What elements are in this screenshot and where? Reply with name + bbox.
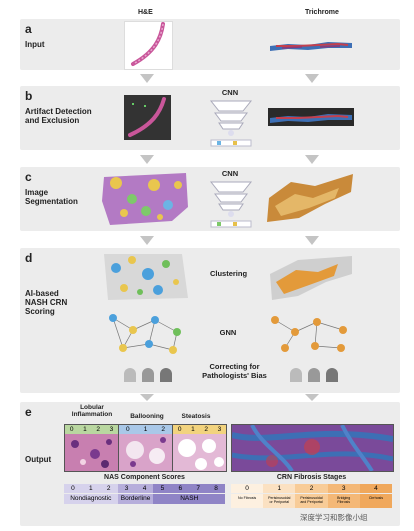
he-segmentation-image — [102, 171, 189, 226]
cnn-diagram-c — [209, 181, 253, 228]
section-c-band — [20, 167, 400, 231]
arrow-tri-b-c — [305, 155, 319, 164]
section-c-title: Image Segmentation — [25, 188, 78, 207]
trichrome-pathologists-icon — [290, 368, 338, 382]
arrow-tri-a-b — [305, 74, 319, 83]
crn-desc: No Fibrosis — [231, 494, 264, 508]
ballooning-score: 0 — [126, 426, 130, 433]
lobular-score: 2 — [96, 426, 100, 433]
bias-label: Correcting for Pathologists' Bias — [202, 362, 267, 380]
arrow-he-b-c — [140, 155, 154, 164]
crn-desc: Perisinusoidal or Periportal — [263, 494, 296, 508]
trichrome-clustering-image — [268, 252, 354, 302]
steatosis-score: 0 — [177, 426, 182, 433]
crn-stage: 0 — [231, 484, 264, 493]
arrow-he-c-d — [140, 236, 154, 245]
clustering-label: Clustering — [209, 269, 248, 278]
steatosis-histology-image — [173, 434, 226, 471]
crn-desc: Perisinusoidal and Periportal — [295, 494, 328, 508]
section-d-title: AI-based NASH CRN Scoring — [25, 289, 68, 317]
column-header-trichrome: Trichrome — [305, 9, 339, 16]
crn-stage: 2 — [295, 484, 328, 493]
trichrome-output-image — [231, 424, 394, 473]
lobular-tile: 0 1 2 3 — [64, 424, 119, 472]
cnn-label-b: CNN — [221, 88, 239, 97]
crn-title: CRN Fibrosis Stages — [276, 474, 347, 481]
he-gnn-graph — [109, 314, 181, 354]
nas-score: 8 — [207, 484, 226, 493]
nas-scale: 0 1 2 3 4 5 6 7 8 Nondiagnostic Borderli… — [64, 484, 226, 504]
column-header-he: H&E — [138, 9, 153, 16]
nas-score: 7 — [189, 484, 208, 493]
ballooning-score: 2 — [161, 426, 165, 433]
gnn-label: GNN — [219, 328, 237, 337]
arrow-he-d-e — [140, 394, 154, 401]
section-e-title: Output — [25, 455, 52, 464]
cnn-diagram-b — [209, 100, 253, 147]
crn-scale: 0 1 2 3 4 No Fibrosis Perisinusoidal or … — [231, 484, 393, 508]
nas-score: 4 — [135, 484, 154, 493]
section-a-letter: a — [25, 22, 32, 36]
steatosis-score: 2 — [204, 426, 208, 433]
trichrome-input-image — [268, 34, 354, 54]
crn-stage: 4 — [359, 484, 393, 493]
section-a-title: Input — [25, 40, 45, 49]
he-clustering-image — [102, 252, 189, 302]
he-artifact-image — [124, 95, 171, 140]
ballooning-score: 1 — [143, 426, 148, 433]
crn-desc: Bridging Fibrosis — [327, 494, 360, 508]
feature-ballooning-label: Ballooning — [130, 413, 164, 420]
nas-score: 6 — [171, 484, 190, 493]
watermark: 深度学习和影像小组 — [300, 513, 368, 522]
nas-score: 0 — [64, 484, 82, 493]
nas-category-nondiagnostic: Nondiagnostic — [64, 494, 118, 504]
ballooning-tile: 0 1 2 — [118, 424, 173, 472]
section-d-letter: d — [25, 251, 33, 265]
he-input-image — [124, 21, 173, 70]
steatosis-score: 1 — [191, 426, 195, 433]
lobular-score: 3 — [109, 426, 114, 433]
trichrome-segmentation-image — [265, 172, 355, 224]
section-b-title: Artifact Detection and Exclusion — [25, 107, 92, 126]
trichrome-gnn-graph — [271, 316, 347, 352]
feature-steatosis-label: Steatosis — [181, 413, 211, 420]
cnn-label-c: CNN — [221, 169, 239, 178]
crn-stage: 3 — [327, 484, 360, 493]
nas-score: 1 — [81, 484, 100, 493]
nas-category-borderline: Borderline — [117, 494, 154, 504]
section-c-letter: c — [25, 170, 32, 184]
section-e-letter: e — [25, 405, 32, 419]
nas-score: 3 — [117, 484, 136, 493]
trichrome-artifact-image — [268, 108, 354, 126]
lobular-histology-image — [65, 434, 118, 471]
lobular-score: 1 — [83, 426, 87, 433]
lobular-score: 0 — [69, 426, 74, 433]
crn-stage: 1 — [263, 484, 296, 493]
arrow-he-a-b — [140, 74, 154, 83]
he-pathologists-icon — [124, 368, 172, 382]
nas-category-nash: NASH — [153, 494, 226, 504]
steatosis-score: 3 — [217, 426, 222, 433]
section-b-letter: b — [25, 89, 33, 103]
crn-desc: Cirrhosis — [359, 494, 393, 508]
arrow-tri-c-d — [305, 236, 319, 245]
nas-title: NAS Component Scores — [104, 474, 185, 481]
feature-lobular-label: Lobular Inflammation — [71, 404, 113, 419]
steatosis-tile: 0 1 2 3 — [172, 424, 227, 472]
nas-score: 2 — [99, 484, 118, 493]
arrow-tri-d-e — [305, 394, 319, 401]
nas-score: 5 — [153, 484, 172, 493]
ballooning-histology-image — [119, 434, 172, 471]
